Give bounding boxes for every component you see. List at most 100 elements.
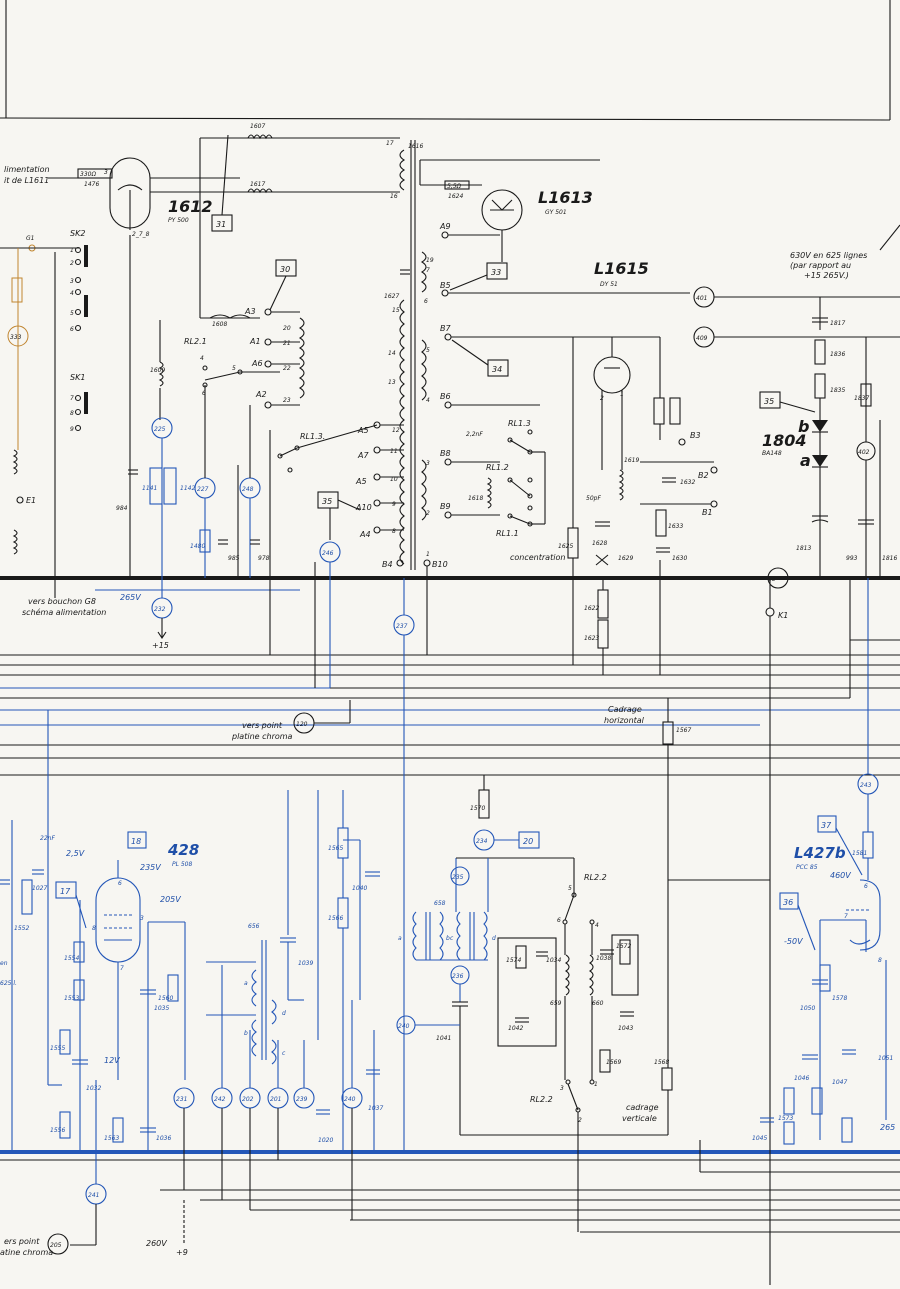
diode-a bbox=[812, 455, 828, 467]
tube-428-ref: 428 bbox=[167, 841, 199, 859]
transformer-tap-winding bbox=[298, 317, 305, 399]
svg-text:22: 22 bbox=[283, 365, 291, 372]
platine-note-2: platine chroma bbox=[231, 732, 293, 741]
cap-1631-value: 2,2nF bbox=[466, 431, 483, 438]
cadrage-h-label-1: Cadrage bbox=[608, 705, 642, 714]
plus9-label: +9 bbox=[176, 1248, 188, 1257]
circle-248-label: 248 bbox=[242, 486, 254, 493]
coil-1608-ref: 1608 bbox=[212, 321, 227, 328]
winding-658-a bbox=[412, 911, 417, 961]
ref-box-20-label: 20 bbox=[523, 837, 533, 846]
resistor-1837 bbox=[860, 383, 872, 407]
resistor-1568-ref: 1568 bbox=[654, 1059, 669, 1066]
concentration-label: concentration bbox=[510, 553, 565, 562]
bus-wires-blue bbox=[0, 687, 900, 726]
svg-text:A7: A7 bbox=[357, 451, 369, 460]
cadrage-v-label-2: verticale bbox=[622, 1114, 657, 1123]
resistor-1836-ref: 1836 bbox=[830, 351, 845, 358]
connector-G1-label: G1 bbox=[26, 235, 34, 242]
svg-text:A6: A6 bbox=[251, 359, 263, 368]
ref-box-35 bbox=[759, 391, 781, 409]
yoke-L1615-ref: L1615 bbox=[594, 259, 649, 278]
coil-659 bbox=[565, 954, 570, 996]
ref-box-38-label: 35 bbox=[322, 497, 332, 506]
diode-a-label: a bbox=[800, 451, 811, 470]
voltage-265-right: 265 bbox=[880, 1123, 895, 1132]
resistor-1581-ref: 1581 bbox=[852, 850, 867, 857]
svg-text:3: 3 bbox=[70, 278, 74, 285]
svg-text:239: 239 bbox=[296, 1096, 308, 1103]
cap-1035: 1035 bbox=[154, 1005, 169, 1012]
ref-box-35-label: 35 bbox=[764, 397, 774, 406]
circle-409-label: 409 bbox=[696, 335, 708, 342]
resistor-1141-ref: 1141 bbox=[142, 485, 157, 492]
connector-SK2: 1 2 3 4 5 6 bbox=[70, 245, 88, 333]
connector-K1-label: K1 bbox=[778, 611, 788, 620]
hv-note-3: +15 265V.) bbox=[804, 271, 849, 280]
resistor-1626 bbox=[669, 397, 681, 425]
cap-1051: 1051 bbox=[878, 1055, 893, 1062]
bouchon-note-2: schéma alimentation bbox=[22, 607, 106, 617]
tube-1612-type: PY 500 bbox=[168, 217, 189, 224]
svg-text:5: 5 bbox=[568, 885, 572, 892]
tr-pin-2: 2 bbox=[426, 510, 430, 517]
circle-120-label: 120 bbox=[296, 721, 308, 728]
connector-E1 bbox=[16, 496, 24, 504]
svg-text:8: 8 bbox=[878, 957, 882, 964]
tap-B9-label: B9 bbox=[440, 502, 451, 511]
ref-box-30-label: 30 bbox=[280, 265, 290, 274]
circle-234-label: 234 bbox=[476, 838, 488, 845]
svg-text:7: 7 bbox=[844, 913, 848, 920]
cap-1020: 1020 bbox=[318, 1137, 333, 1144]
winding-656-c bbox=[271, 1039, 277, 1065]
cap-1041: 1041 bbox=[436, 1035, 451, 1042]
svg-text:2: 2 bbox=[600, 395, 604, 402]
svg-text:c: c bbox=[450, 935, 454, 942]
transformer-656-ref: 656 bbox=[248, 923, 260, 930]
winding-656-a bbox=[251, 969, 257, 1007]
connector-B4-label: B4 bbox=[382, 560, 393, 569]
svg-text:A4: A4 bbox=[359, 530, 371, 539]
tube-L1613-type: GY 501 bbox=[545, 209, 567, 216]
circle-246-label: 246 bbox=[322, 550, 334, 557]
svg-text:240: 240 bbox=[344, 1096, 356, 1103]
svg-text:3: 3 bbox=[140, 915, 144, 922]
resistor-1600 bbox=[653, 397, 665, 425]
resistor-1554-ref: 1554 bbox=[64, 955, 79, 962]
coil-1619-ref: 1619 bbox=[624, 457, 639, 464]
resistor-1623-ref: 1623 bbox=[584, 635, 599, 642]
svg-text:6: 6 bbox=[202, 390, 206, 397]
relay-RL2.2-bottom-label: RL2.2 bbox=[530, 1095, 553, 1104]
yoke-L1615-type: DY 51 bbox=[600, 281, 618, 288]
connector-SK2-label: SK2 bbox=[70, 229, 85, 238]
resistor-1633 bbox=[655, 509, 667, 537]
tube-L427b-type: PCC 85 bbox=[796, 864, 818, 871]
voltage-265V: 265V bbox=[120, 593, 141, 602]
diode-b-label: b bbox=[798, 417, 809, 436]
svg-text:201: 201 bbox=[270, 1096, 281, 1103]
connector-SK1-label: SK1 bbox=[70, 373, 85, 382]
resistor-1578 bbox=[819, 964, 831, 992]
platine-note-4: atine chroma bbox=[0, 1248, 53, 1257]
resistor-1560 bbox=[167, 974, 179, 1002]
tube-1612-pins: 2_7_8 bbox=[132, 231, 150, 238]
circle-13 bbox=[767, 567, 789, 589]
transformer-1616 bbox=[399, 140, 427, 570]
resistor-1552 bbox=[21, 879, 33, 915]
cap-1045: 1045 bbox=[752, 1135, 767, 1142]
tr-pin-17: 17 bbox=[386, 140, 394, 147]
circle-236-label: 236 bbox=[452, 973, 464, 980]
svg-text:6: 6 bbox=[864, 883, 868, 890]
svg-text:c: c bbox=[282, 1050, 286, 1057]
svg-text:242: 242 bbox=[214, 1096, 226, 1103]
ref-box-17 bbox=[55, 881, 77, 899]
circle-154-label: 205 bbox=[50, 1242, 62, 1249]
resistor-1566-ref: 1566 bbox=[328, 915, 343, 922]
tap-B5-label: B5 bbox=[440, 281, 451, 290]
relay-contacts bbox=[507, 429, 546, 527]
svg-text:5: 5 bbox=[232, 365, 236, 372]
tube-428-type: PL 508 bbox=[172, 861, 193, 868]
svg-text:3: 3 bbox=[560, 1085, 564, 1092]
ref-box-18 bbox=[127, 831, 147, 849]
